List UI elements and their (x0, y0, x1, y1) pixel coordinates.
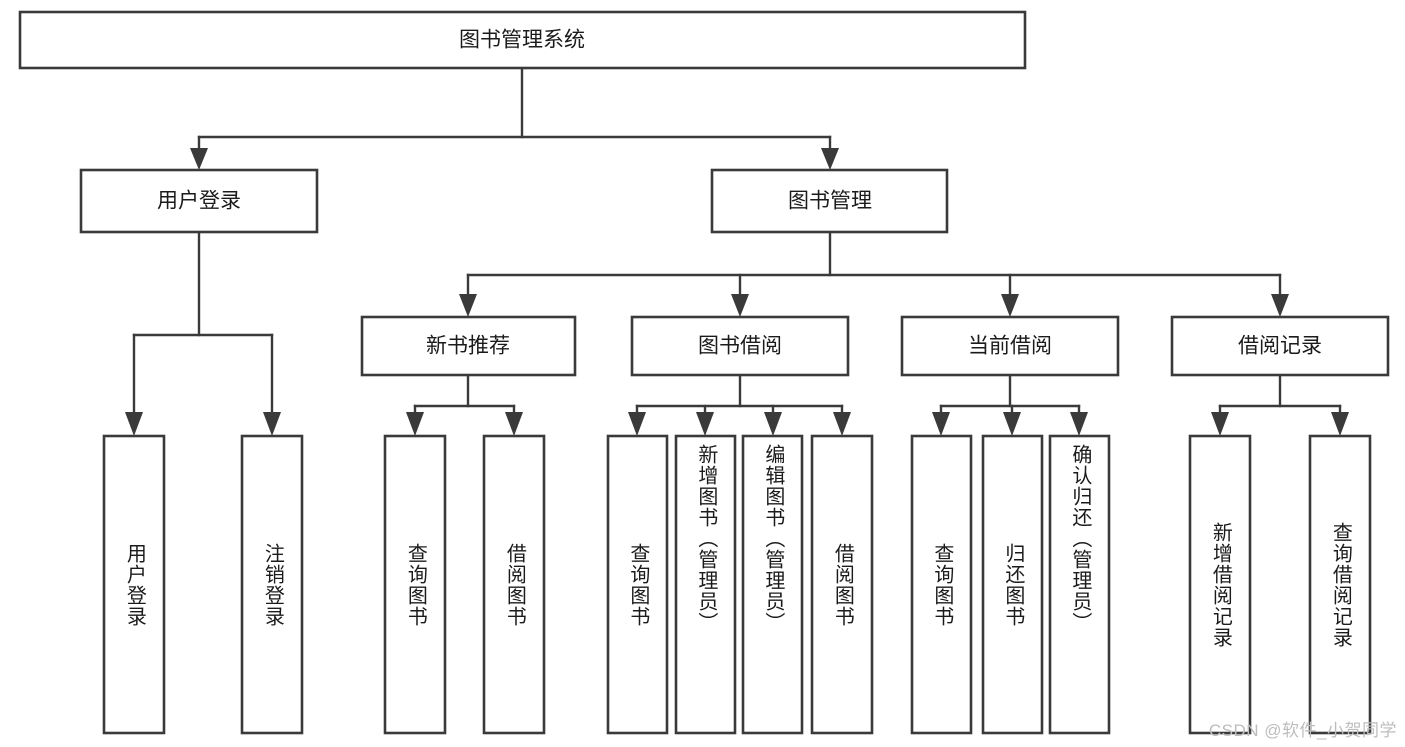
node-leaf-add-record-box[interactable] (1188, 434, 1252, 735)
node-user-login-label: 用户登录 (157, 190, 241, 213)
node-book-management-label: 图书管理 (788, 190, 872, 213)
leaf-boxes (102, 434, 1372, 735)
node-leaf-query-book-rec-box[interactable] (383, 434, 447, 735)
node-leaf-query-book-current-box[interactable] (910, 434, 973, 735)
node-new-book-recommend[interactable]: 新书推荐 (360, 315, 577, 377)
arrowhead-leaf-add-book (696, 412, 714, 436)
node-leaf-logout-box[interactable] (240, 434, 304, 735)
arrowhead-leaf-query-record (1331, 412, 1349, 436)
connector-group-userlogin-to-leaves (125, 230, 281, 436)
arrowhead-leaf-confirm-return (1070, 412, 1088, 436)
node-root-label: 图书管理系统 (459, 29, 585, 52)
arrowhead-book-borrow (731, 294, 749, 317)
node-user-login[interactable]: 用户登录 (79, 168, 319, 234)
node-leaf-query-book-borrow-box[interactable] (606, 434, 669, 735)
node-leaf-borrow-book-rec-box[interactable] (482, 434, 546, 735)
arrowhead-leaf-query-book-current (932, 412, 950, 436)
arrowhead-leaf-borrow-book (833, 412, 851, 436)
node-leaf-confirm-return-box[interactable] (1048, 434, 1111, 735)
connector-group-currentborrow-to-leaves (932, 373, 1088, 436)
arrowhead-leaf-edit-book (764, 412, 782, 436)
node-root[interactable]: 图书管理系统 (18, 10, 1027, 70)
connector-group-borrowrecord-to-leaves (1211, 373, 1349, 436)
node-book-borrow-box[interactable] (630, 315, 850, 377)
arrowhead-user-login (190, 148, 208, 170)
node-new-book-recommend-box[interactable] (360, 315, 577, 377)
node-leaf-query-record-box[interactable] (1308, 434, 1372, 735)
arrowhead-leaf-return-book (1003, 412, 1021, 436)
arrowhead-borrow-record (1271, 294, 1289, 317)
arrowhead-leaf-query-book-rec (406, 412, 424, 436)
connector-group-bookmgmt-to-level3 (459, 230, 1289, 317)
node-book-borrow[interactable]: 图书借阅 (630, 315, 850, 377)
node-leaf-return-book-box[interactable] (981, 434, 1044, 735)
node-leaf-add-book-box[interactable] (674, 434, 737, 735)
arrowhead-leaf-user-login (125, 412, 143, 436)
arrowhead-current-borrow (1001, 294, 1019, 317)
node-leaf-user-login-box[interactable] (102, 434, 166, 735)
node-borrow-record-label: 借阅记录 (1238, 335, 1322, 358)
node-current-borrow-label: 当前借阅 (968, 335, 1052, 358)
node-leaf-edit-book-box[interactable] (741, 434, 804, 735)
node-book-management-box[interactable] (710, 168, 949, 234)
arrowhead-new-book (459, 294, 477, 317)
arrowhead-leaf-query-book-borrow (628, 412, 646, 436)
node-user-login-box[interactable] (79, 168, 319, 234)
connector-group-root-to-level2 (190, 66, 839, 170)
connector-group-newbook-to-leaves (406, 373, 523, 436)
arrowhead-leaf-add-record (1211, 412, 1229, 436)
watermark-text: CSDN @软件_小贺同学 (1208, 721, 1397, 740)
arrowhead-leaf-borrow-book-rec (505, 412, 523, 436)
node-current-borrow[interactable]: 当前借阅 (900, 315, 1120, 377)
arrowhead-book-management (821, 148, 839, 170)
node-leaf-borrow-book-box[interactable] (810, 434, 874, 735)
node-book-management[interactable]: 图书管理 (710, 168, 949, 234)
node-book-borrow-label: 图书借阅 (698, 335, 782, 358)
node-borrow-record[interactable]: 借阅记录 (1170, 315, 1390, 377)
node-new-book-recommend-label: 新书推荐 (426, 335, 510, 358)
node-current-borrow-box[interactable] (900, 315, 1120, 377)
arrowhead-leaf-logout (263, 412, 281, 436)
node-borrow-record-box[interactable] (1170, 315, 1390, 377)
connector-group-bookborrow-to-leaves (628, 373, 851, 436)
node-root-box[interactable] (18, 10, 1027, 70)
